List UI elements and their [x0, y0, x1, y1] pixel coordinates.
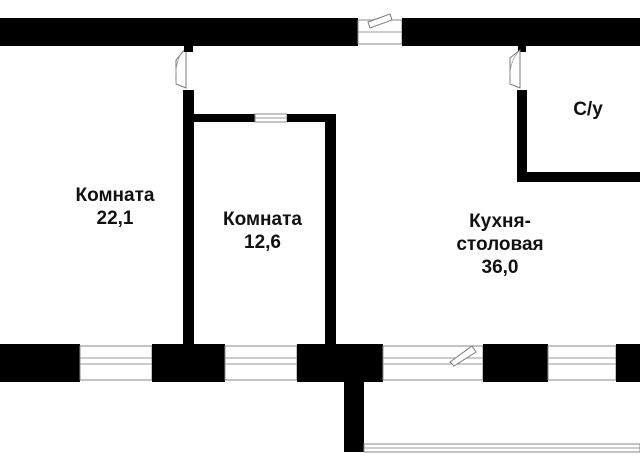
room-1-name: Комната [75, 185, 155, 206]
wall-room2-top-right [287, 114, 336, 122]
wall-bath-stub [518, 46, 526, 52]
wall-bottom-3 [297, 344, 383, 382]
wall-top-right [402, 18, 640, 46]
window-bottom-4 [547, 345, 617, 381]
kitchen-label: Кухня- столовая 36,0 [410, 210, 590, 279]
balcony-wall-notch [344, 366, 364, 382]
wall-top-left [0, 18, 358, 46]
room-2-name: Комната [223, 209, 302, 230]
door-bathroom-arc [509, 49, 521, 85]
wall-bath-bottom [517, 172, 640, 182]
wall-partition-left [183, 90, 194, 346]
room-1-area: 22,1 [96, 208, 134, 229]
room-2-area: 12,6 [244, 232, 281, 253]
door-top-window [367, 13, 393, 29]
door-balcony [449, 345, 477, 367]
bathroom-name: С/у [573, 99, 603, 120]
wall-bottom-4 [483, 344, 548, 382]
bathroom-label: С/у [555, 98, 621, 121]
wall-room2-top-left [183, 114, 255, 122]
kitchen-name-line2: столовая [456, 234, 544, 255]
wall-bottom-5 [616, 344, 640, 382]
kitchen-area: 36,0 [481, 257, 519, 278]
window-bottom-1 [79, 345, 153, 381]
kitchen-name-line1: Кухня- [469, 211, 531, 232]
balcony-wall-left [344, 380, 364, 452]
window-bottom-2 [224, 345, 298, 381]
wall-bottom-1 [0, 344, 80, 382]
room-2-label: Комната 12,6 [195, 208, 330, 254]
wall-bath-left [517, 90, 527, 182]
wall-partition-right [325, 114, 336, 346]
wall-stub-left-top [184, 46, 193, 52]
wall-bottom-2 [152, 344, 225, 382]
room-1-label: Комната 22,1 [40, 184, 190, 230]
